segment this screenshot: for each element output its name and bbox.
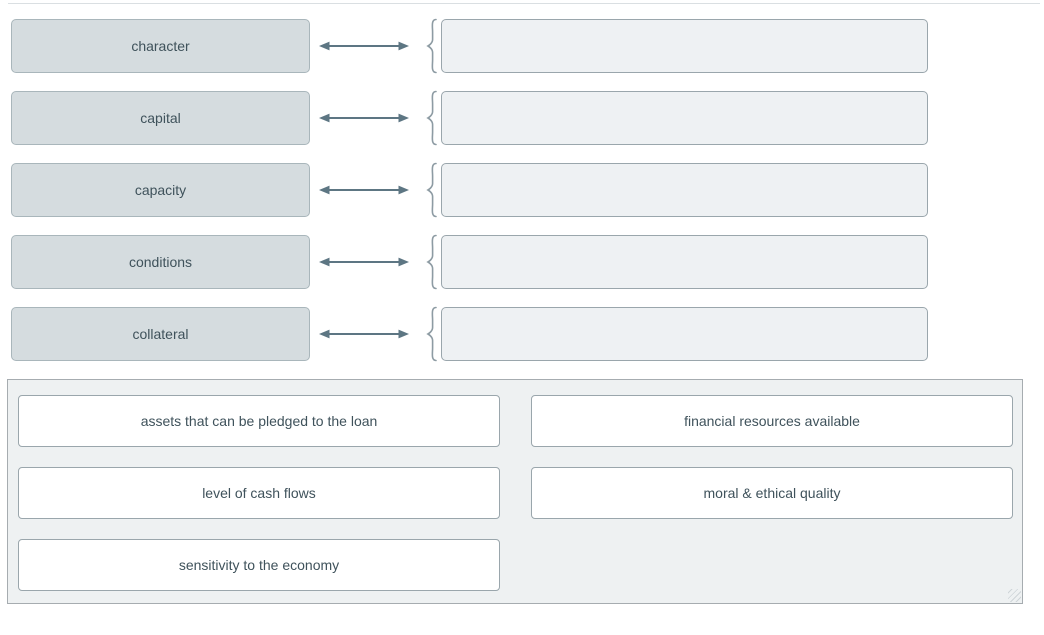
answer-option[interactable]: assets that can be pledged to the loan	[18, 395, 500, 447]
answer-bank-panel: assets that can be pledged to the loan f…	[7, 379, 1023, 604]
matching-area: character capital	[11, 18, 1044, 362]
match-row: conditions	[11, 234, 1044, 290]
answer-option-label: moral & ethical quality	[703, 485, 841, 501]
match-row: capacity	[11, 162, 1044, 218]
answer-dropzone[interactable]	[441, 307, 928, 361]
term-box: conditions	[11, 235, 310, 289]
answer-bank-grid: assets that can be pledged to the loan f…	[18, 395, 1013, 591]
double-arrow-icon	[318, 112, 425, 124]
top-divider	[8, 3, 1040, 4]
double-arrow-icon	[318, 256, 425, 268]
answer-dropzone[interactable]	[441, 163, 928, 217]
answer-dropzone[interactable]	[441, 91, 928, 145]
resize-grip-icon[interactable]	[1008, 589, 1021, 602]
double-arrow-icon	[318, 184, 425, 196]
answer-option[interactable]: level of cash flows	[18, 467, 500, 519]
term-label: capacity	[134, 182, 187, 198]
match-row: capital	[11, 90, 1044, 146]
match-row: character	[11, 18, 1044, 74]
term-box: character	[11, 19, 310, 73]
left-brace-icon	[425, 234, 438, 290]
left-brace-icon	[425, 90, 438, 146]
answer-option-label: assets that can be pledged to the loan	[140, 413, 378, 429]
left-brace-icon	[425, 18, 438, 74]
answer-option[interactable]: financial resources available	[531, 395, 1013, 447]
left-brace-icon	[425, 306, 438, 362]
term-label: conditions	[128, 254, 193, 270]
answer-dropzone[interactable]	[441, 235, 928, 289]
double-arrow-icon	[318, 328, 425, 340]
term-label: character	[131, 38, 190, 54]
term-box: capital	[11, 91, 310, 145]
term-box: collateral	[11, 307, 310, 361]
answer-option-label: level of cash flows	[202, 485, 316, 501]
answer-option-label: financial resources available	[684, 413, 860, 429]
term-label: capital	[140, 110, 181, 126]
double-arrow-icon	[318, 40, 425, 52]
answer-option[interactable]: moral & ethical quality	[531, 467, 1013, 519]
answer-option-label: sensitivity to the economy	[178, 557, 340, 573]
term-box: capacity	[11, 163, 310, 217]
answer-option[interactable]: sensitivity to the economy	[18, 539, 500, 591]
match-row: collateral	[11, 306, 1044, 362]
answer-dropzone[interactable]	[441, 19, 928, 73]
term-label: collateral	[132, 326, 189, 342]
left-brace-icon	[425, 162, 438, 218]
